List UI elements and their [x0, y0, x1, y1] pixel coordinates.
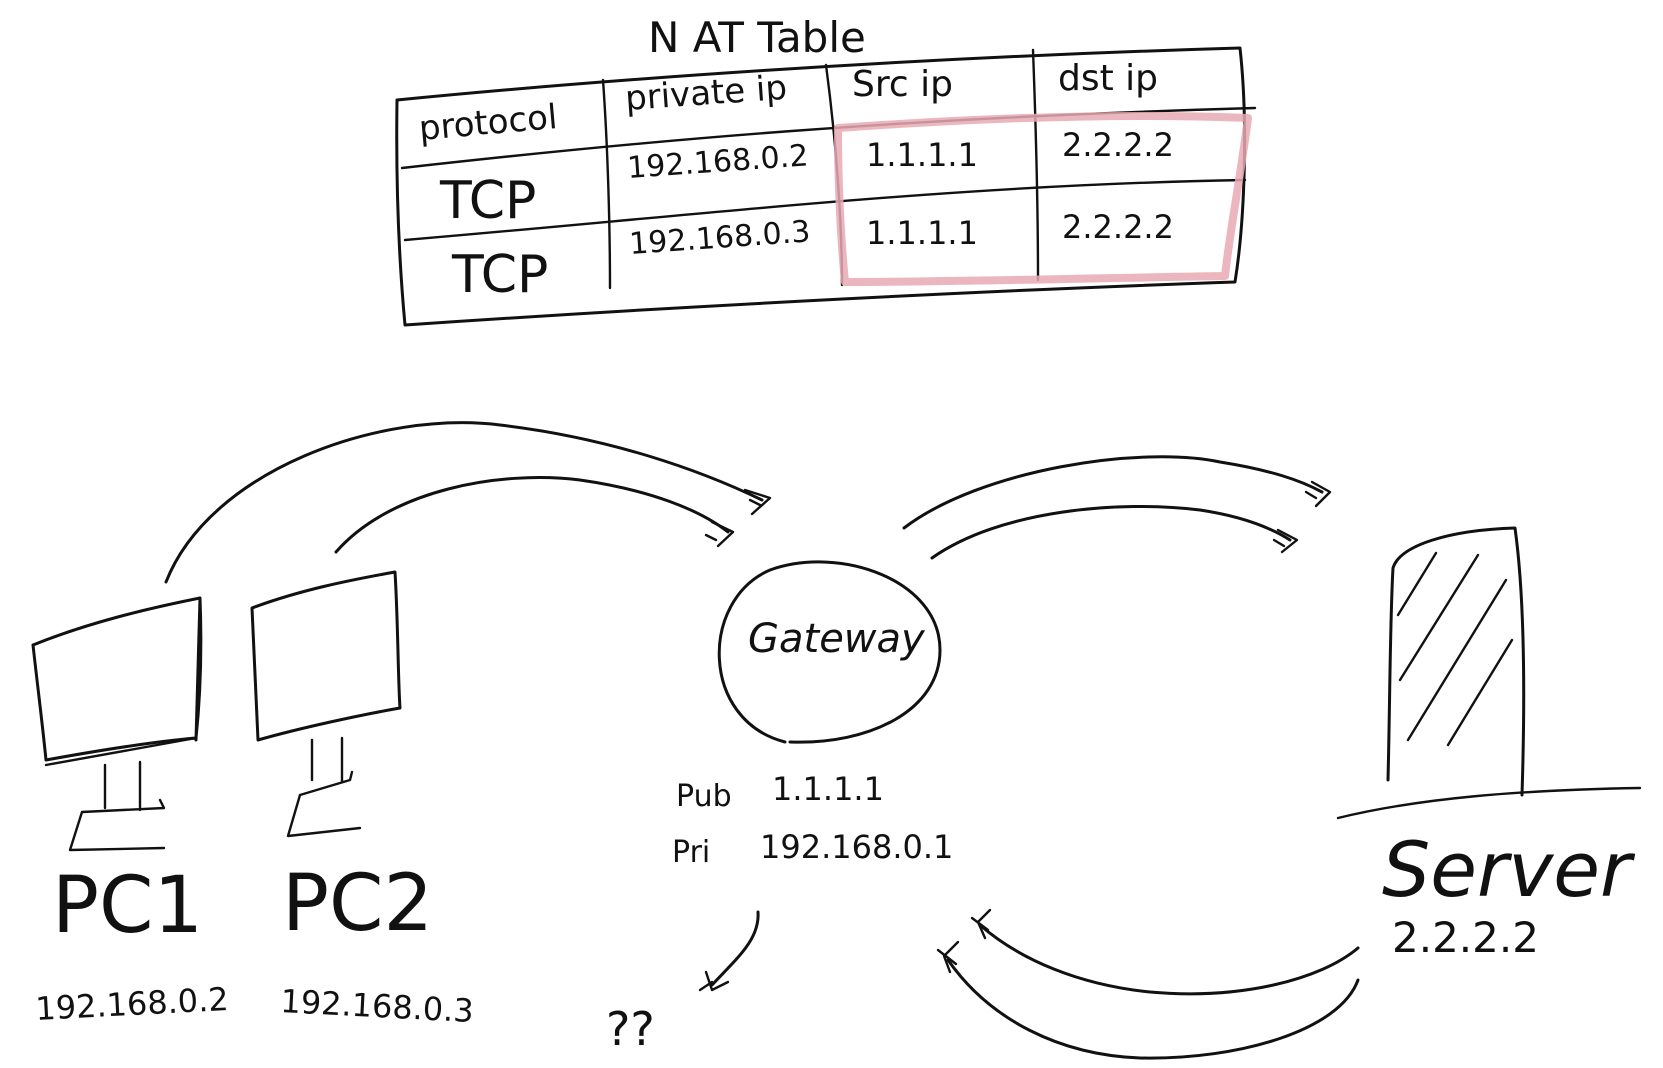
pc2-ip: 192.168.0.3: [280, 982, 475, 1030]
arrowhead-server-to-gateway-1-icon: [970, 908, 992, 940]
nat-table-col-line-1: [601, 78, 612, 290]
nat-table-highlight: [834, 111, 1252, 286]
nat-table-row1-src-ip: 1.1.1.1: [866, 136, 978, 174]
gateway: Gateway Pub 1.1.1.1 Pri 192.168.0.1 ??: [606, 560, 953, 1056]
gateway-node: [717, 560, 942, 744]
nat-table-header-protocol: protocol: [417, 97, 559, 149]
server: Server 2.2.2.2: [936, 526, 1642, 1060]
server-ip: 2.2.2.2: [1392, 913, 1539, 962]
nat-table-row1-private-ip: 192.168.0.2: [626, 138, 809, 186]
pc2-label: PC2: [282, 859, 433, 949]
server-hatch-icon: [1396, 551, 1514, 747]
pc1-stand-icon: [44, 736, 198, 852]
gateway-pri-ip: 192.168.0.1: [760, 828, 953, 866]
nat-table-row2-private-ip: 192.168.0.3: [628, 214, 811, 262]
nat-table-border: [395, 46, 1247, 327]
nat-table-row2-protocol: TCP: [451, 245, 548, 305]
pc2-monitor-icon: [250, 570, 402, 742]
nat-table-header-private-ip: private ip: [624, 68, 788, 119]
server-tower-icon: [1386, 526, 1526, 797]
arrowhead-gateway-to-server-1-icon: [1304, 480, 1332, 508]
nat-table-title: N AT Table: [648, 13, 866, 62]
arrows-to-gateway: [164, 421, 772, 584]
nat-table-row1-protocol: TCP: [439, 171, 536, 231]
nat-table-row2-src-ip: 1.1.1.1: [866, 214, 978, 252]
nat-table-row1-dst-ip: 2.2.2.2: [1062, 126, 1174, 164]
arrowhead-server-to-gateway-2-icon: [936, 940, 960, 974]
pc1-ip: 192.168.0.2: [34, 980, 229, 1028]
arrowhead-pc1-to-gateway-icon: [743, 488, 772, 516]
nat-table: N AT Table protocol private ip Src ip ds…: [395, 13, 1257, 327]
arrows-to-server: [902, 455, 1332, 560]
arrow-gateway-to-unknown: [710, 910, 760, 987]
nat-table-row-line: [403, 178, 1247, 242]
arrow-pc2-to-gateway: [334, 476, 730, 554]
server-ground-line: [1336, 786, 1642, 820]
arrow-server-to-gateway-2: [946, 958, 1360, 1060]
arrow-gateway-to-server-2: [930, 504, 1292, 560]
arrowhead-gateway-to-unknown-icon: [698, 970, 730, 992]
pc1-monitor-icon: [31, 596, 203, 762]
arrow-server-to-gateway-1: [978, 923, 1360, 996]
arrow-pc1-to-gateway: [164, 421, 764, 584]
pc1: PC1 192.168.0.2: [31, 596, 230, 1028]
pc2-stand-icon: [286, 736, 362, 838]
nat-table-header-src-ip: Src ip: [852, 64, 953, 105]
nat-table-header-dst-ip: dst ip: [1058, 58, 1158, 99]
pc1-label: PC1: [52, 861, 203, 951]
gateway-unknown-label: ??: [606, 1002, 655, 1056]
gateway-pub-ip: 1.1.1.1: [772, 770, 884, 808]
arrowhead-gateway-to-server-2-icon: [1272, 528, 1299, 554]
gateway-pri-label: Pri: [672, 835, 710, 870]
gateway-pub-label: Pub: [676, 779, 732, 814]
server-label: Server: [1382, 825, 1636, 914]
nat-table-col-line-3: [1031, 48, 1040, 282]
arrowhead-pc2-to-gateway-icon: [704, 520, 735, 548]
arrow-gateway-to-server-1: [902, 455, 1324, 530]
pc2: PC2 192.168.0.3: [250, 570, 475, 1030]
nat-table-row2-dst-ip: 2.2.2.2: [1062, 208, 1174, 246]
gateway-label: Gateway: [748, 616, 926, 662]
